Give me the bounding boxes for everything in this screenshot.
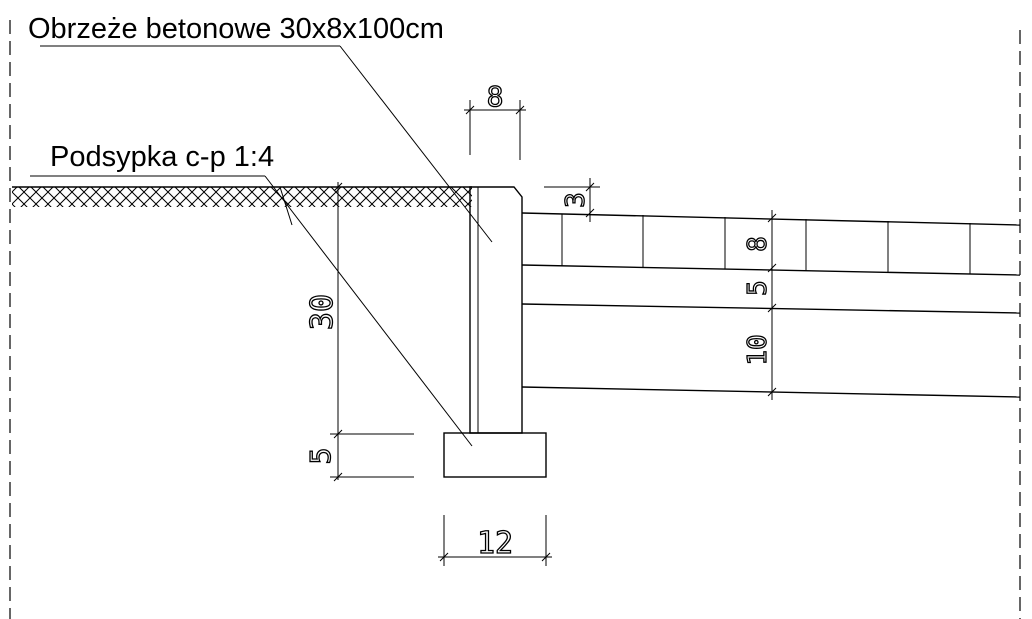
soil-surface — [12, 186, 472, 207]
label-bedding: Podsypka c-p 1:4 — [50, 141, 274, 173]
svg-text:8: 8 — [487, 80, 504, 113]
curb-foundation — [443, 432, 547, 478]
svg-text:30: 30 — [305, 294, 340, 330]
dimension-curb-width: 8 — [464, 79, 526, 160]
leader-lines — [30, 45, 493, 447]
svg-text:8: 8 — [743, 236, 773, 252]
label-curb: Obrzeże betonowe 30x8x100cm — [28, 13, 444, 45]
svg-text:5: 5 — [743, 280, 773, 296]
svg-text:12: 12 — [477, 526, 513, 561]
svg-text:3: 3 — [561, 192, 591, 208]
concrete-curb — [469, 186, 523, 434]
svg-text:5: 5 — [304, 448, 337, 465]
svg-text:10: 10 — [743, 334, 773, 365]
dimension-chain-right: 8 5 10 — [742, 210, 777, 400]
dimension-base-width: 12 — [438, 515, 552, 566]
paver-joints — [561, 214, 971, 274]
dimension-top-offset: 3 — [544, 178, 600, 222]
dimension-chain-left: 30 5 — [303, 182, 414, 482]
